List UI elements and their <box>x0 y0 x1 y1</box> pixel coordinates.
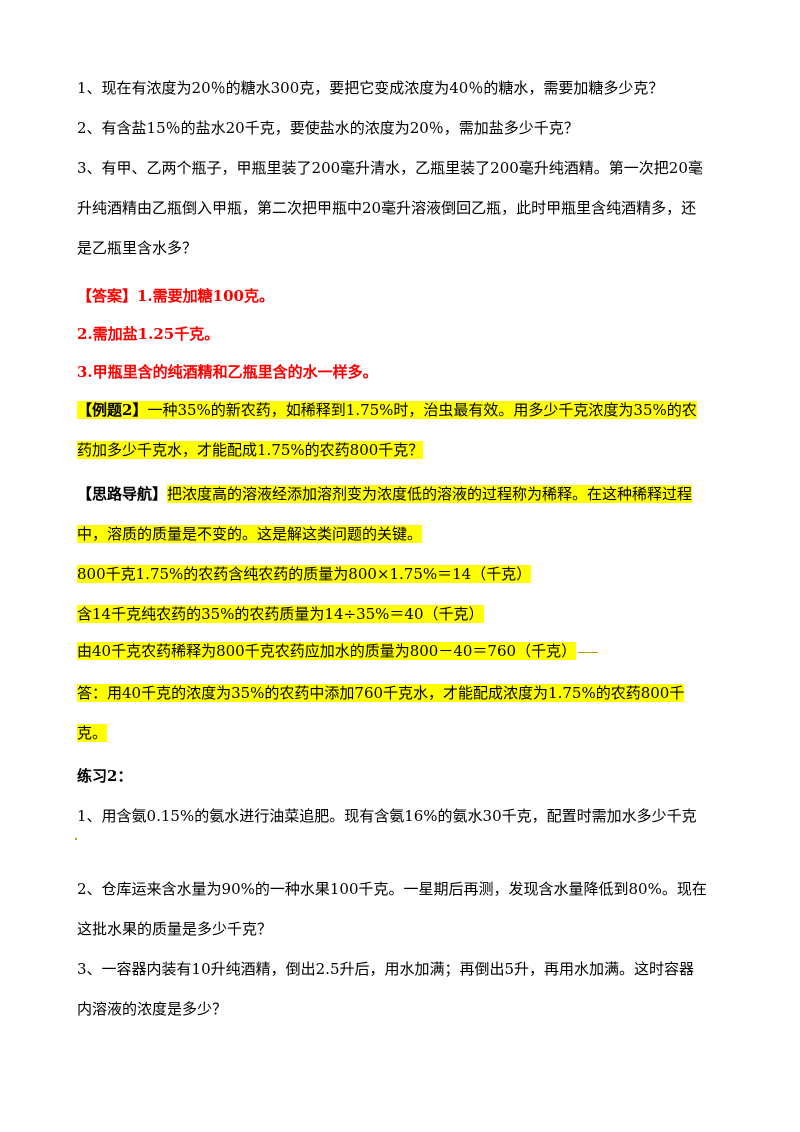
question-3-line-1: 3、有甲、乙两个瓶子，甲瓶里装了200毫升清水，乙瓶里装了200毫升纯酒精。第一… <box>77 159 703 177</box>
underline-mark <box>578 651 599 653</box>
practice-2-line-2: 这批水果的质量是多少千克？ <box>77 920 273 938</box>
question-3-line-3: 是乙瓶里含水多？ <box>77 239 198 257</box>
guide-answer-line-2: 克。 <box>77 722 108 744</box>
guide-step-1: 800千克1.75%的农药含纯农药的质量为800×1.75%＝14（千克） <box>77 563 532 585</box>
answer-2: 2.需加盐1.25千克。 <box>77 325 220 343</box>
example-line-2: 药加多少千克水，才能配成1.75%的农药800千克？ <box>77 439 424 461</box>
practice-1: 1、用含氨0.15%的氨水进行油菜追肥。现有含氨16%的氨水30千克，配置时需加… <box>77 807 697 825</box>
guide-text-2: 中，溶质的质量是不变的。这是解这类问题的关键。 <box>77 525 423 543</box>
example-text-2: 药加多少千克水，才能配成1.75%的农药800千克？ <box>77 441 424 459</box>
practice-3-line-2: 内溶液的浓度是多少？ <box>77 1000 228 1018</box>
guide-line-1: 【思路导航】把浓度高的溶液经添加溶剂变为浓度低的溶液的过程称为稀释。在这种稀释过… <box>77 483 693 505</box>
answer-3: 3.甲瓶里含的纯酒精和乙瓶里含的水一样多。 <box>77 363 378 381</box>
example-label: 【例题2】 <box>77 401 148 419</box>
question-3-line-2: 升纯酒精由乙瓶倒入甲瓶，第二次把甲瓶中20毫升溶液倒回乙瓶，此时甲瓶里含纯酒精多… <box>77 199 697 217</box>
guide-step-2: 含14千克纯农药的35%的农药质量为14÷35%＝40（千克） <box>77 603 484 625</box>
practice-3-line-1: 3、一容器内装有10升纯酒精，倒出2.5升后，用水加满；再倒出5升，再用水加满。… <box>77 960 695 978</box>
practice-2-line-1: 2、仓库运来含水量为90%的一种水果100千克。一星期后再测，发现含水量降低到8… <box>77 880 707 898</box>
question-1: 1、现在有浓度为20％的糖水300克，要把它变成浓度为40％的糖水，需要加糖多少… <box>77 79 664 97</box>
guide-step-1-text: 800千克1.75%的农药含纯农药的质量为800×1.75%＝14（千克） <box>77 565 532 583</box>
stray-dot <box>75 838 77 840</box>
guide-text-1: 把浓度高的溶液经添加溶剂变为浓度低的溶液的过程称为稀释。在这种稀释过程 <box>167 485 693 503</box>
question-2: 2、有含盐15％的盐水20千克，要使盐水的浓度为20％，需加盐多少千克？ <box>77 119 579 137</box>
practice-title: 练习2： <box>77 767 133 785</box>
guide-answer-text-1: 答：用40千克的浓度为35%的农药中添加760千克水，才能配成浓度为1.75%的… <box>77 684 685 702</box>
guide-label: 【思路导航】 <box>77 485 168 503</box>
answer-1: 【答案】1.需要加糖100克。 <box>77 287 274 305</box>
guide-step-3: 由40千克农药稀释为800千克农药应加水的质量为800－40＝760（千克） <box>77 640 599 662</box>
example-text-1: 一种35%的新农药，如稀释到1.75%时，治虫最有效。用多少千克浓度为35%的农 <box>147 401 697 419</box>
guide-step-3-text: 由40千克农药稀释为800千克农药应加水的质量为800－40＝760（千克） <box>77 642 577 660</box>
guide-answer-line-1: 答：用40千克的浓度为35%的农药中添加760千克水，才能配成浓度为1.75%的… <box>77 682 685 704</box>
guide-step-2-text: 含14千克纯农药的35%的农药质量为14÷35%＝40（千克） <box>77 605 484 623</box>
guide-answer-text-2: 克。 <box>77 724 108 742</box>
guide-line-2: 中，溶质的质量是不变的。这是解这类问题的关键。 <box>77 523 423 545</box>
example-line-1: 【例题2】一种35%的新农药，如稀释到1.75%时，治虫最有效。用多少千克浓度为… <box>77 399 697 421</box>
